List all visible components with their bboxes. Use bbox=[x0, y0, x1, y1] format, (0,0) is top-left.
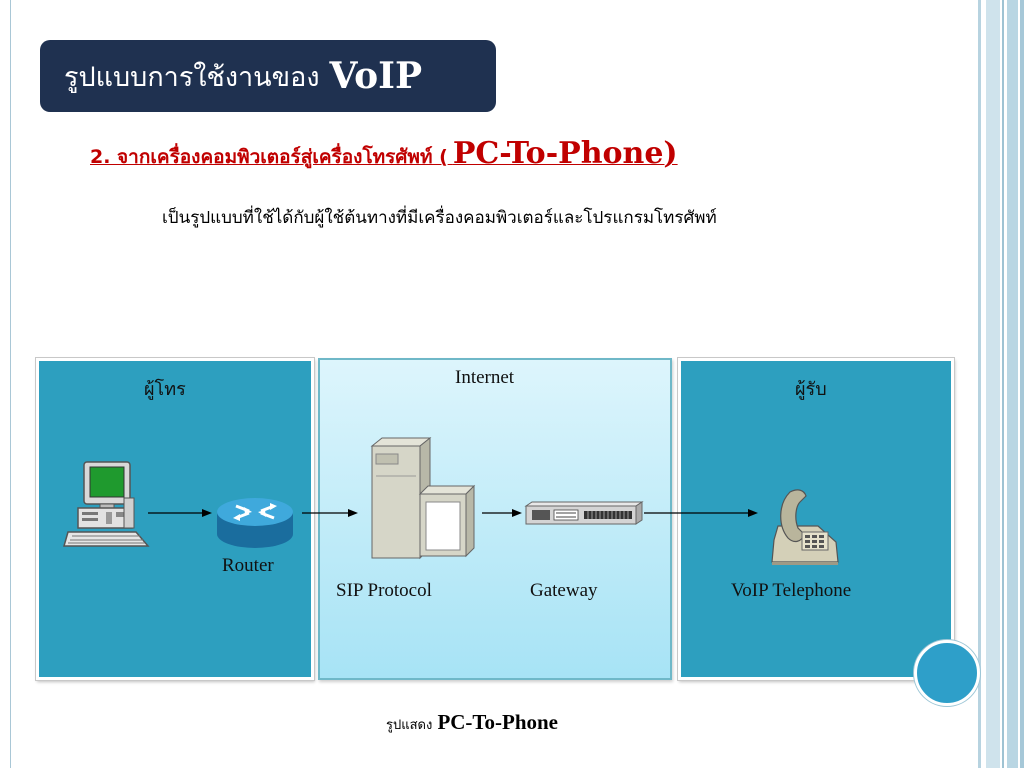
caption-pc-to-phone: PC-To-Phone bbox=[437, 710, 559, 734]
decorative-circle bbox=[914, 640, 980, 706]
slide-title-voip: VoIP bbox=[329, 55, 423, 97]
arrow-icon-gateway-to-phone bbox=[644, 509, 758, 517]
receiver-panel bbox=[678, 358, 954, 680]
page-border-line bbox=[10, 0, 11, 768]
arrow-icon-computer-to-router bbox=[148, 509, 212, 517]
subtitle-thai: 2. จากเครื่องคอมพิวเตอร์สู่เครื่องโทรศัพ… bbox=[90, 146, 448, 168]
server-icon bbox=[370, 436, 476, 560]
arrow-icon-server-to-gateway bbox=[482, 509, 522, 517]
decorative-side-stripes bbox=[976, 0, 1024, 768]
figure-caption: รูปแสดง PC-To-Phone bbox=[386, 710, 558, 735]
receiver-label: ผู้รับ bbox=[795, 379, 827, 400]
sip-protocol-label: SIP Protocol bbox=[336, 580, 432, 601]
caller-label: ผู้โทร bbox=[144, 379, 186, 400]
slide-subtitle: 2. จากเครื่องคอมพิวเตอร์สู่เครื่องโทรศัพ… bbox=[90, 136, 678, 172]
router-label: Router bbox=[222, 555, 274, 576]
voip-telephone-label: VoIP Telephone bbox=[731, 580, 852, 601]
slide-title-box: รูปแบบการใช้งานของ VoIP bbox=[40, 40, 496, 112]
gateway-label: Gateway bbox=[530, 580, 598, 601]
caption-thai: รูปแสดง bbox=[386, 718, 433, 733]
slide-description: เป็นรูปแบบที่ใช้ได้กับผู้ใช้ต้นทางที่มีเ… bbox=[162, 208, 717, 228]
gateway-icon bbox=[524, 501, 644, 525]
router-icon bbox=[217, 498, 293, 548]
slide-title-thai: รูปแบบการใช้งานของ bbox=[64, 61, 320, 93]
arrow-icon-router-to-server bbox=[302, 509, 358, 517]
computer-icon bbox=[63, 461, 150, 547]
internet-label: Internet bbox=[455, 367, 515, 388]
subtitle-pc-to-phone: PC-To-Phone) bbox=[452, 136, 678, 171]
telephone-icon bbox=[771, 489, 839, 565]
